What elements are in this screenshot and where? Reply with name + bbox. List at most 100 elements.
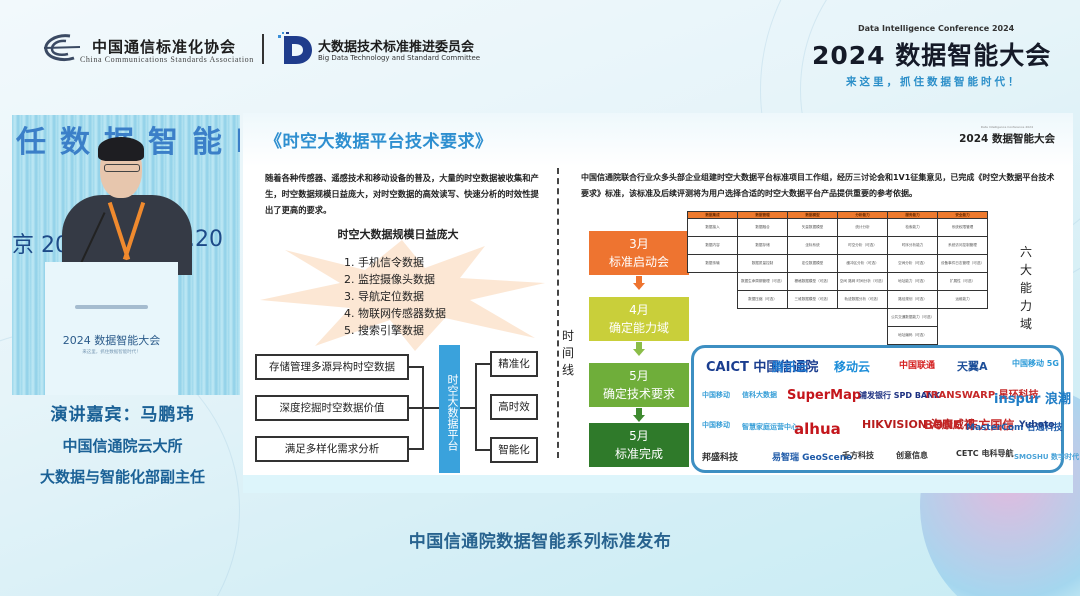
table-row: 数据传输数据质量控制定位数据模型缓冲区分析（可选）空间分析（可选）设备事件日志管… xyxy=(687,254,988,273)
table-header-cell: 数据模型 xyxy=(787,211,838,219)
arrow-down-icon xyxy=(633,276,645,290)
speaker-video: 任数据智能时 京 20 .20 2024 数据智能大会 来这里，抓住数据智能时代… xyxy=(12,115,240,395)
table-cell xyxy=(688,291,738,309)
bdc-name-cn: 大数据技术标准推进委员会 xyxy=(318,40,475,55)
table-cell: 路径规划（可选） xyxy=(887,290,938,309)
scale-title: 时空大数据规模日益庞大 xyxy=(337,228,459,241)
table-cell: 数据存储 xyxy=(737,236,788,255)
table-cell: 公共交通数据能力（可选） xyxy=(887,308,938,327)
need-box: 满足多样化需求分析 xyxy=(255,436,409,462)
timeline-step: 5月 标准完成 xyxy=(589,423,689,467)
partner-logo: Yuboto xyxy=(1019,420,1055,430)
partner-logo: CAICT 中国信通院 xyxy=(706,360,819,375)
table-cell: 设备事件日志管理（可选） xyxy=(937,254,988,273)
table-cell: 扩展性（可选） xyxy=(937,272,988,291)
conference-name-en: Data Intelligence Conference 2024 xyxy=(858,24,1015,33)
list-item: 2. 监控摄像头数据 xyxy=(344,273,435,286)
partner-logo: alhua xyxy=(794,420,841,438)
table-cell xyxy=(788,327,838,345)
step-label: 标准启动会 xyxy=(608,255,669,269)
conference-slogan: 来这里，抓住数据智能时代！ xyxy=(846,76,1022,88)
presentation-slide: 《时空大数据平台技术要求》 Data Intelligence Conferen… xyxy=(243,113,1079,493)
step-month: 5月 xyxy=(629,369,649,383)
table-cell xyxy=(688,273,738,291)
partner-logo: 邦盛科技 xyxy=(702,453,739,463)
arrow-down-icon xyxy=(633,408,645,422)
step-label: 确定能力域 xyxy=(608,321,669,335)
six-capability-label: 六大能力域 xyxy=(1019,245,1032,331)
table-cell: 坐标系统 xyxy=(787,236,838,255)
partner-logo: 中国联通 xyxy=(899,361,936,371)
caa-name-cn: 中国通信标准化协会 xyxy=(92,38,237,56)
timeline-label: 时间线 xyxy=(561,329,574,377)
table-cell: 数据内容 xyxy=(687,236,738,255)
table-row: 数据内容数据存储坐标系统时空分析（可选）时序分析能力系统访问控制管理 xyxy=(687,236,988,255)
table-cell: 缓冲区分析（可选） xyxy=(837,254,888,273)
conference-title: 2024 数据智能大会 xyxy=(812,41,1052,70)
partner-logo: 移动云 xyxy=(834,360,871,374)
table-cell xyxy=(688,309,738,327)
data-source-list: 1. 手机信令数据 2. 监控摄像头数据 3. 导航定位数据 4. 物联网传感器… xyxy=(344,254,446,339)
table-cell: 栅格数据模型（可选） xyxy=(787,272,838,291)
slide-brand-en: Data Intelligence Conference 2024 xyxy=(980,125,1033,129)
timeline-step: 3月 标准启动会 xyxy=(589,231,689,275)
partner-logo: 易智瑞 GeoScene xyxy=(772,453,853,463)
list-item: 5. 搜索引擎数据 xyxy=(344,324,424,337)
table-cell xyxy=(688,327,738,345)
table-cell: 检索能力 xyxy=(887,218,938,237)
table-row: 数据生命周期管理（可选）栅格数据模型（可选）空间 路网 时间分析（可选）地址能力… xyxy=(688,272,988,291)
table-cell: 轨迹数据分析（可选） xyxy=(837,290,888,309)
bdc-d-logo-icon xyxy=(278,32,312,64)
speaker-org: 中国信通院云大所 xyxy=(62,437,183,455)
partner-logo: 中国移动 xyxy=(702,391,730,399)
table-header-cell: 安全能力 xyxy=(937,211,988,219)
table-cell: 空间分析（可选） xyxy=(887,254,938,273)
table-cell: 时序分析能力 xyxy=(887,236,938,255)
step-label: 标准完成 xyxy=(614,447,663,461)
table-row: 数据压缩（可选）三维数据模型（可选）轨迹数据分析（可选）路径规划（可选）运维能力 xyxy=(688,290,988,309)
table-row: 数据接入数据融合矢量数据模型统计分析检索能力系统权限管理 xyxy=(687,218,988,237)
step-month: 5月 xyxy=(629,429,649,443)
partner-logo: SMOSHU 数字时代 xyxy=(1014,453,1079,461)
table-row: 公共交通数据能力（可选） xyxy=(688,308,988,327)
partner-logo: 千方科技 xyxy=(842,451,874,460)
trait-box: 智能化 xyxy=(490,437,538,463)
table-cell: 三维数据模型（可选） xyxy=(787,290,838,309)
step-label: 确定技术要求 xyxy=(602,387,675,401)
table-cell: 数据传输 xyxy=(687,254,738,273)
partner-logo: 天翼A xyxy=(957,360,988,373)
podium-subtitle: 来这里，抓住数据智能时代！ xyxy=(82,350,141,355)
podium-logos xyxy=(75,305,148,309)
connector-line xyxy=(475,363,477,451)
caa-logo-icon xyxy=(43,34,81,62)
partner-logo: inspur 浪潮 xyxy=(994,392,1071,407)
table-header-cell: 服务能力 xyxy=(887,211,938,219)
connector-line xyxy=(475,363,490,365)
table-cell: 矢量数据模型 xyxy=(787,218,838,237)
partner-logo: 中国移动 xyxy=(702,421,730,429)
connector-line xyxy=(422,366,424,450)
table-row: 地址编码（可选） xyxy=(688,326,988,345)
partner-logo: BONC 东方国信 xyxy=(924,418,1015,432)
partner-logo: 浦发银行 SPD BANK xyxy=(859,391,941,400)
list-item: 3. 导航定位数据 xyxy=(344,290,424,303)
partner-logo: TRANSWARP 星环科技 xyxy=(924,390,1039,401)
footer-caption: 中国信通院数据智能系列标准发布 xyxy=(408,532,672,552)
connector-line xyxy=(475,449,490,451)
speaker-name: 演讲嘉宾：马鹏玮 xyxy=(50,405,195,425)
trait-box: 高时效 xyxy=(490,394,538,420)
header-divider xyxy=(262,34,264,64)
partner-logo: MasterCom 名通科技 xyxy=(966,423,1063,433)
slide-title: 《时空大数据平台技术要求》 xyxy=(265,132,493,152)
stage-backdrop-date: 京 20 .20 xyxy=(12,227,223,259)
timeline-step: 5月 确定技术要求 xyxy=(589,363,689,407)
connector-line xyxy=(409,407,439,409)
table-header-cell: 数据管理 xyxy=(737,211,788,219)
podium-title: 2024 数据智能大会 xyxy=(62,334,161,347)
arrow-down-icon xyxy=(633,342,645,356)
partner-logo: CETC 电科导航 xyxy=(956,449,1014,458)
table-cell xyxy=(838,309,888,327)
table-cell: 系统权限管理 xyxy=(937,218,988,237)
slide-brand: 2024 数据智能大会 xyxy=(959,133,1055,145)
